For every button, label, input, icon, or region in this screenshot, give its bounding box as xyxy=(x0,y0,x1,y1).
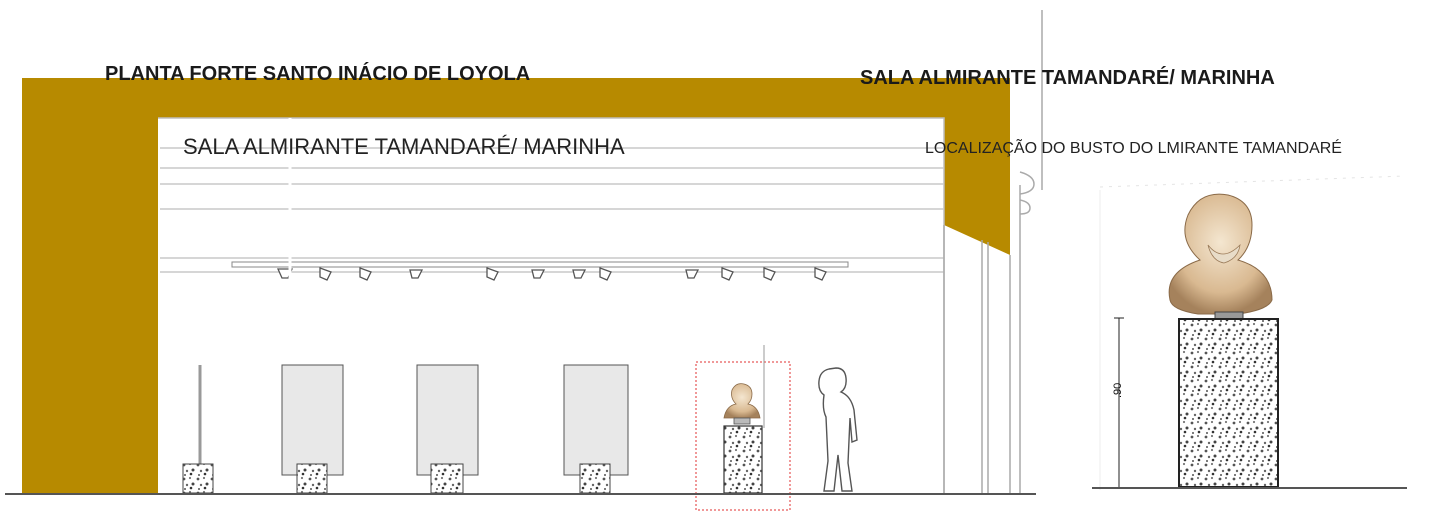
bust-statue-icon xyxy=(723,383,761,419)
spotlight-icon xyxy=(763,267,776,281)
spotlight-icon xyxy=(409,269,424,279)
room-title-inner: SALA ALMIRANTE TAMANDARÉ/ MARINHA xyxy=(183,134,625,159)
spotlight-icon xyxy=(814,267,827,281)
lighting-track xyxy=(231,261,849,268)
bust-location-label: LOCALIZAÇÃO DO BUSTO DO LMIRANTE TAMANDA… xyxy=(925,140,1342,157)
human-silhouette-icon xyxy=(818,367,858,492)
small-bust-plinth xyxy=(733,417,751,425)
spotlights xyxy=(276,267,827,281)
bust-base xyxy=(1214,311,1244,320)
spotlight-icon xyxy=(685,269,700,279)
spotlight-icon xyxy=(486,267,499,281)
display-panel xyxy=(416,364,479,476)
spotlight-icon xyxy=(359,267,372,281)
spotlight-icon xyxy=(531,269,546,279)
stone-pedestal-icon xyxy=(579,463,611,494)
side-columns xyxy=(943,10,1043,493)
bust-beard xyxy=(1207,243,1241,264)
room-outline xyxy=(158,117,945,493)
stone-pedestal-icon xyxy=(430,463,464,494)
spotlight-icon xyxy=(572,269,587,279)
display-panels xyxy=(281,364,629,494)
room-title-right: SALA ALMIRANTE TAMANDARÉ/ MARINHA xyxy=(860,67,1275,89)
stone-pedestal-icon xyxy=(182,463,214,494)
stone-pedestal-icon xyxy=(723,425,763,494)
bust-highlight-box xyxy=(695,361,791,511)
section-wall xyxy=(22,78,1010,493)
stone-pedestal-icon xyxy=(296,463,328,494)
ceiling-lines xyxy=(160,147,944,273)
bust-detail xyxy=(1092,175,1407,490)
spotlight-icon xyxy=(721,267,734,281)
plan-title: PLANTA FORTE SANTO INÁCIO DE LOYOLA xyxy=(105,63,531,85)
stone-pedestal-icon xyxy=(1178,318,1279,488)
display-panel xyxy=(281,364,344,476)
detail-top-line xyxy=(1099,175,1406,188)
display-panel xyxy=(563,364,629,476)
spotlight-icon xyxy=(319,267,332,281)
spotlight-icon xyxy=(599,267,612,281)
height-dimension-label: .90 xyxy=(1112,382,1124,398)
